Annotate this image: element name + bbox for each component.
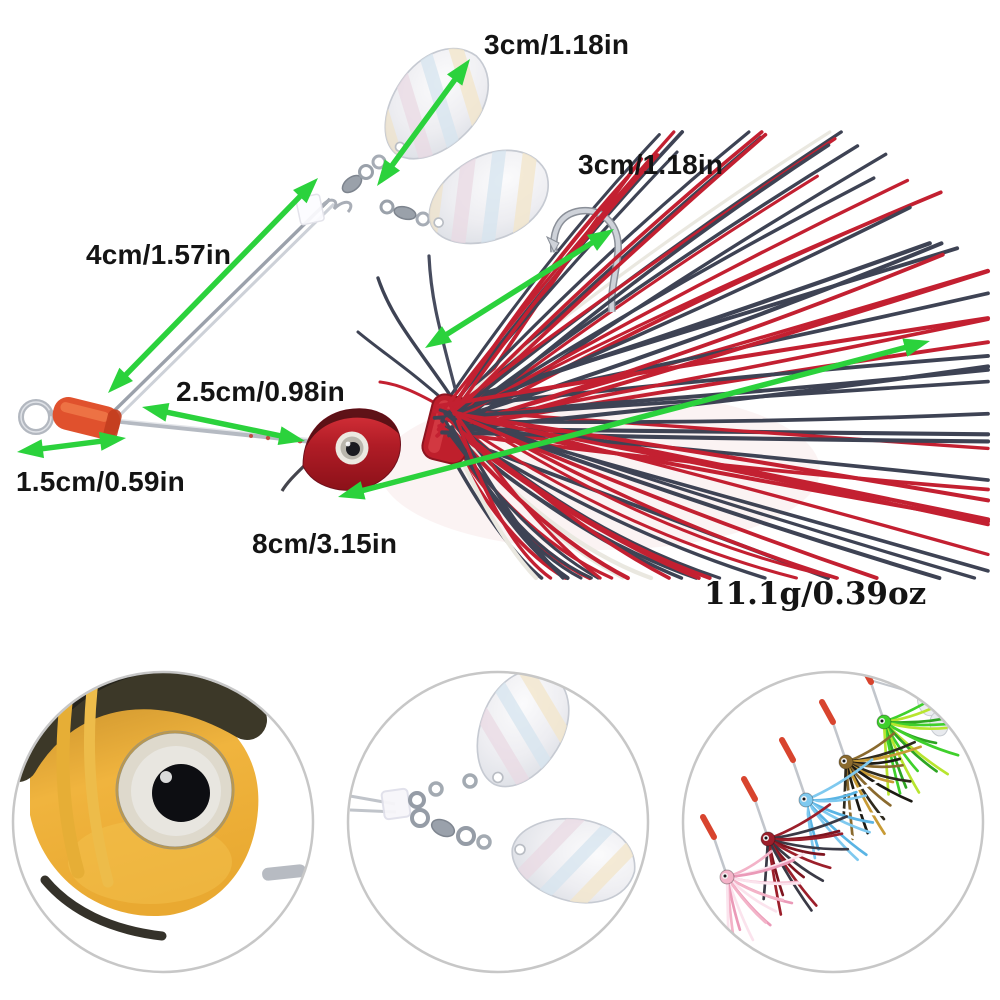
hook <box>545 207 622 313</box>
thumbnail-color-variants <box>681 670 985 974</box>
jig-head <box>280 408 401 492</box>
upper-arm-length-label: 4cm/1.57in <box>86 239 232 270</box>
skirt-body-length-label: 8cm/3.15in <box>252 528 398 559</box>
hook-shank-stub <box>262 864 307 881</box>
swivel-hardware <box>295 154 431 227</box>
blade-bottom-size-label: 3cm/1.18in <box>578 149 724 180</box>
arm-gap-length-label: 2.5cm/0.98in <box>176 376 345 407</box>
wire-bead-closeup <box>380 787 412 821</box>
wire-loop-length-label: 1.5cm/0.59in <box>16 466 185 497</box>
hook-point-front <box>280 462 308 492</box>
wire-sleeve <box>52 397 122 440</box>
measurement-arrows <box>17 59 930 500</box>
skirt-strands-front <box>432 130 991 581</box>
wire-frame <box>18 197 336 447</box>
thumbnail-spinner-blades-closeup <box>346 670 650 974</box>
blade-top-size-label: 3cm/1.18in <box>484 29 630 60</box>
upper-wire-arm <box>111 197 332 414</box>
weight-label: 11.1g/0.39oz <box>704 576 927 612</box>
thumbnail-jig-head-closeup <box>11 670 315 974</box>
